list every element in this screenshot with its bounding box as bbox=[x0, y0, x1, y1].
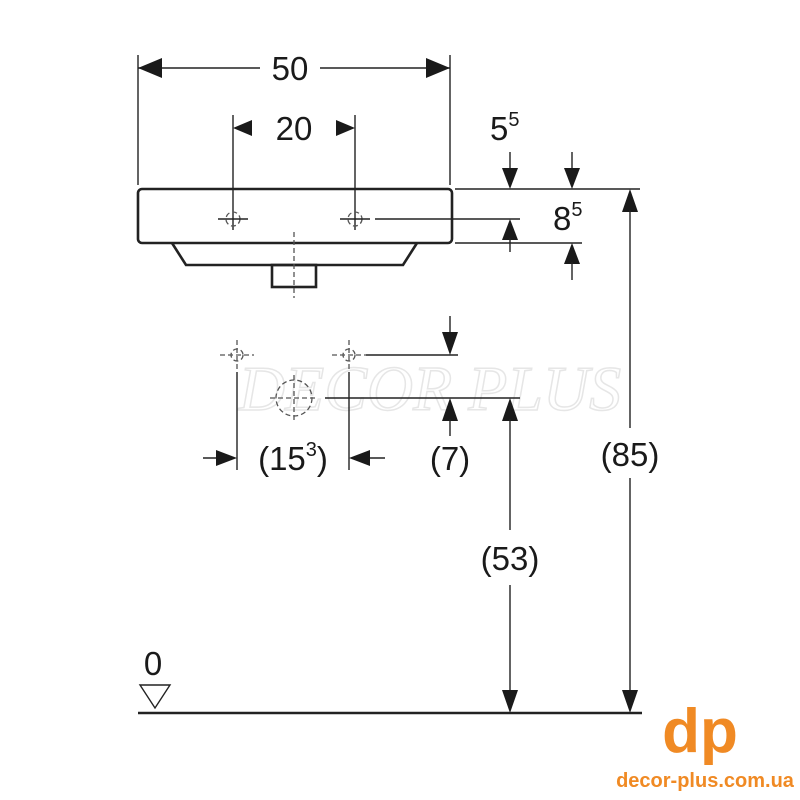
supply-offset-label: (7) bbox=[430, 440, 470, 477]
drain-height-dimension: (53) bbox=[481, 398, 540, 713]
supply-spacing-dimension: (153) bbox=[203, 372, 385, 477]
svg-text:55: 55 bbox=[490, 109, 519, 147]
tap-hole-right bbox=[340, 211, 370, 227]
watermark: DECOR PLUS bbox=[238, 353, 621, 424]
tap-hole-left bbox=[218, 211, 248, 227]
supply-points bbox=[220, 340, 520, 422]
supply-offset-dimension: (7) bbox=[430, 316, 470, 477]
width-label: 50 bbox=[272, 50, 309, 87]
top-offset-sup: 5 bbox=[508, 109, 519, 131]
supply-spacing-sup: 3 bbox=[306, 439, 317, 461]
floor-level: 0 bbox=[138, 645, 642, 715]
brand-logo: dp decor-plus.com.ua bbox=[616, 697, 795, 792]
hole-depth-dimension: 85 bbox=[502, 199, 582, 280]
basin-outline bbox=[136, 187, 454, 298]
tap-spacing-dimension: 20 bbox=[232, 110, 356, 230]
level-triangle-icon bbox=[138, 684, 172, 710]
logo-url: decor-plus.com.ua bbox=[616, 770, 795, 792]
width-dimension: 50 bbox=[137, 50, 451, 185]
drain-height-label: (53) bbox=[481, 540, 540, 577]
svg-text:85: 85 bbox=[553, 199, 582, 237]
svg-text:(153): (153) bbox=[258, 439, 328, 477]
supply-spacing-label: (15 bbox=[258, 440, 306, 477]
logo-mark: dp bbox=[662, 697, 738, 766]
total-height-dimension: (85) bbox=[601, 189, 660, 713]
floor-level-label: 0 bbox=[144, 645, 162, 682]
hole-depth-sup: 5 bbox=[571, 199, 582, 221]
top-offset-dimension: 55 bbox=[490, 109, 580, 189]
hole-depth-label: 8 bbox=[553, 200, 571, 237]
tap-spacing-label: 20 bbox=[276, 110, 313, 147]
total-height-label: (85) bbox=[601, 436, 660, 473]
top-offset-label: 5 bbox=[490, 110, 508, 147]
